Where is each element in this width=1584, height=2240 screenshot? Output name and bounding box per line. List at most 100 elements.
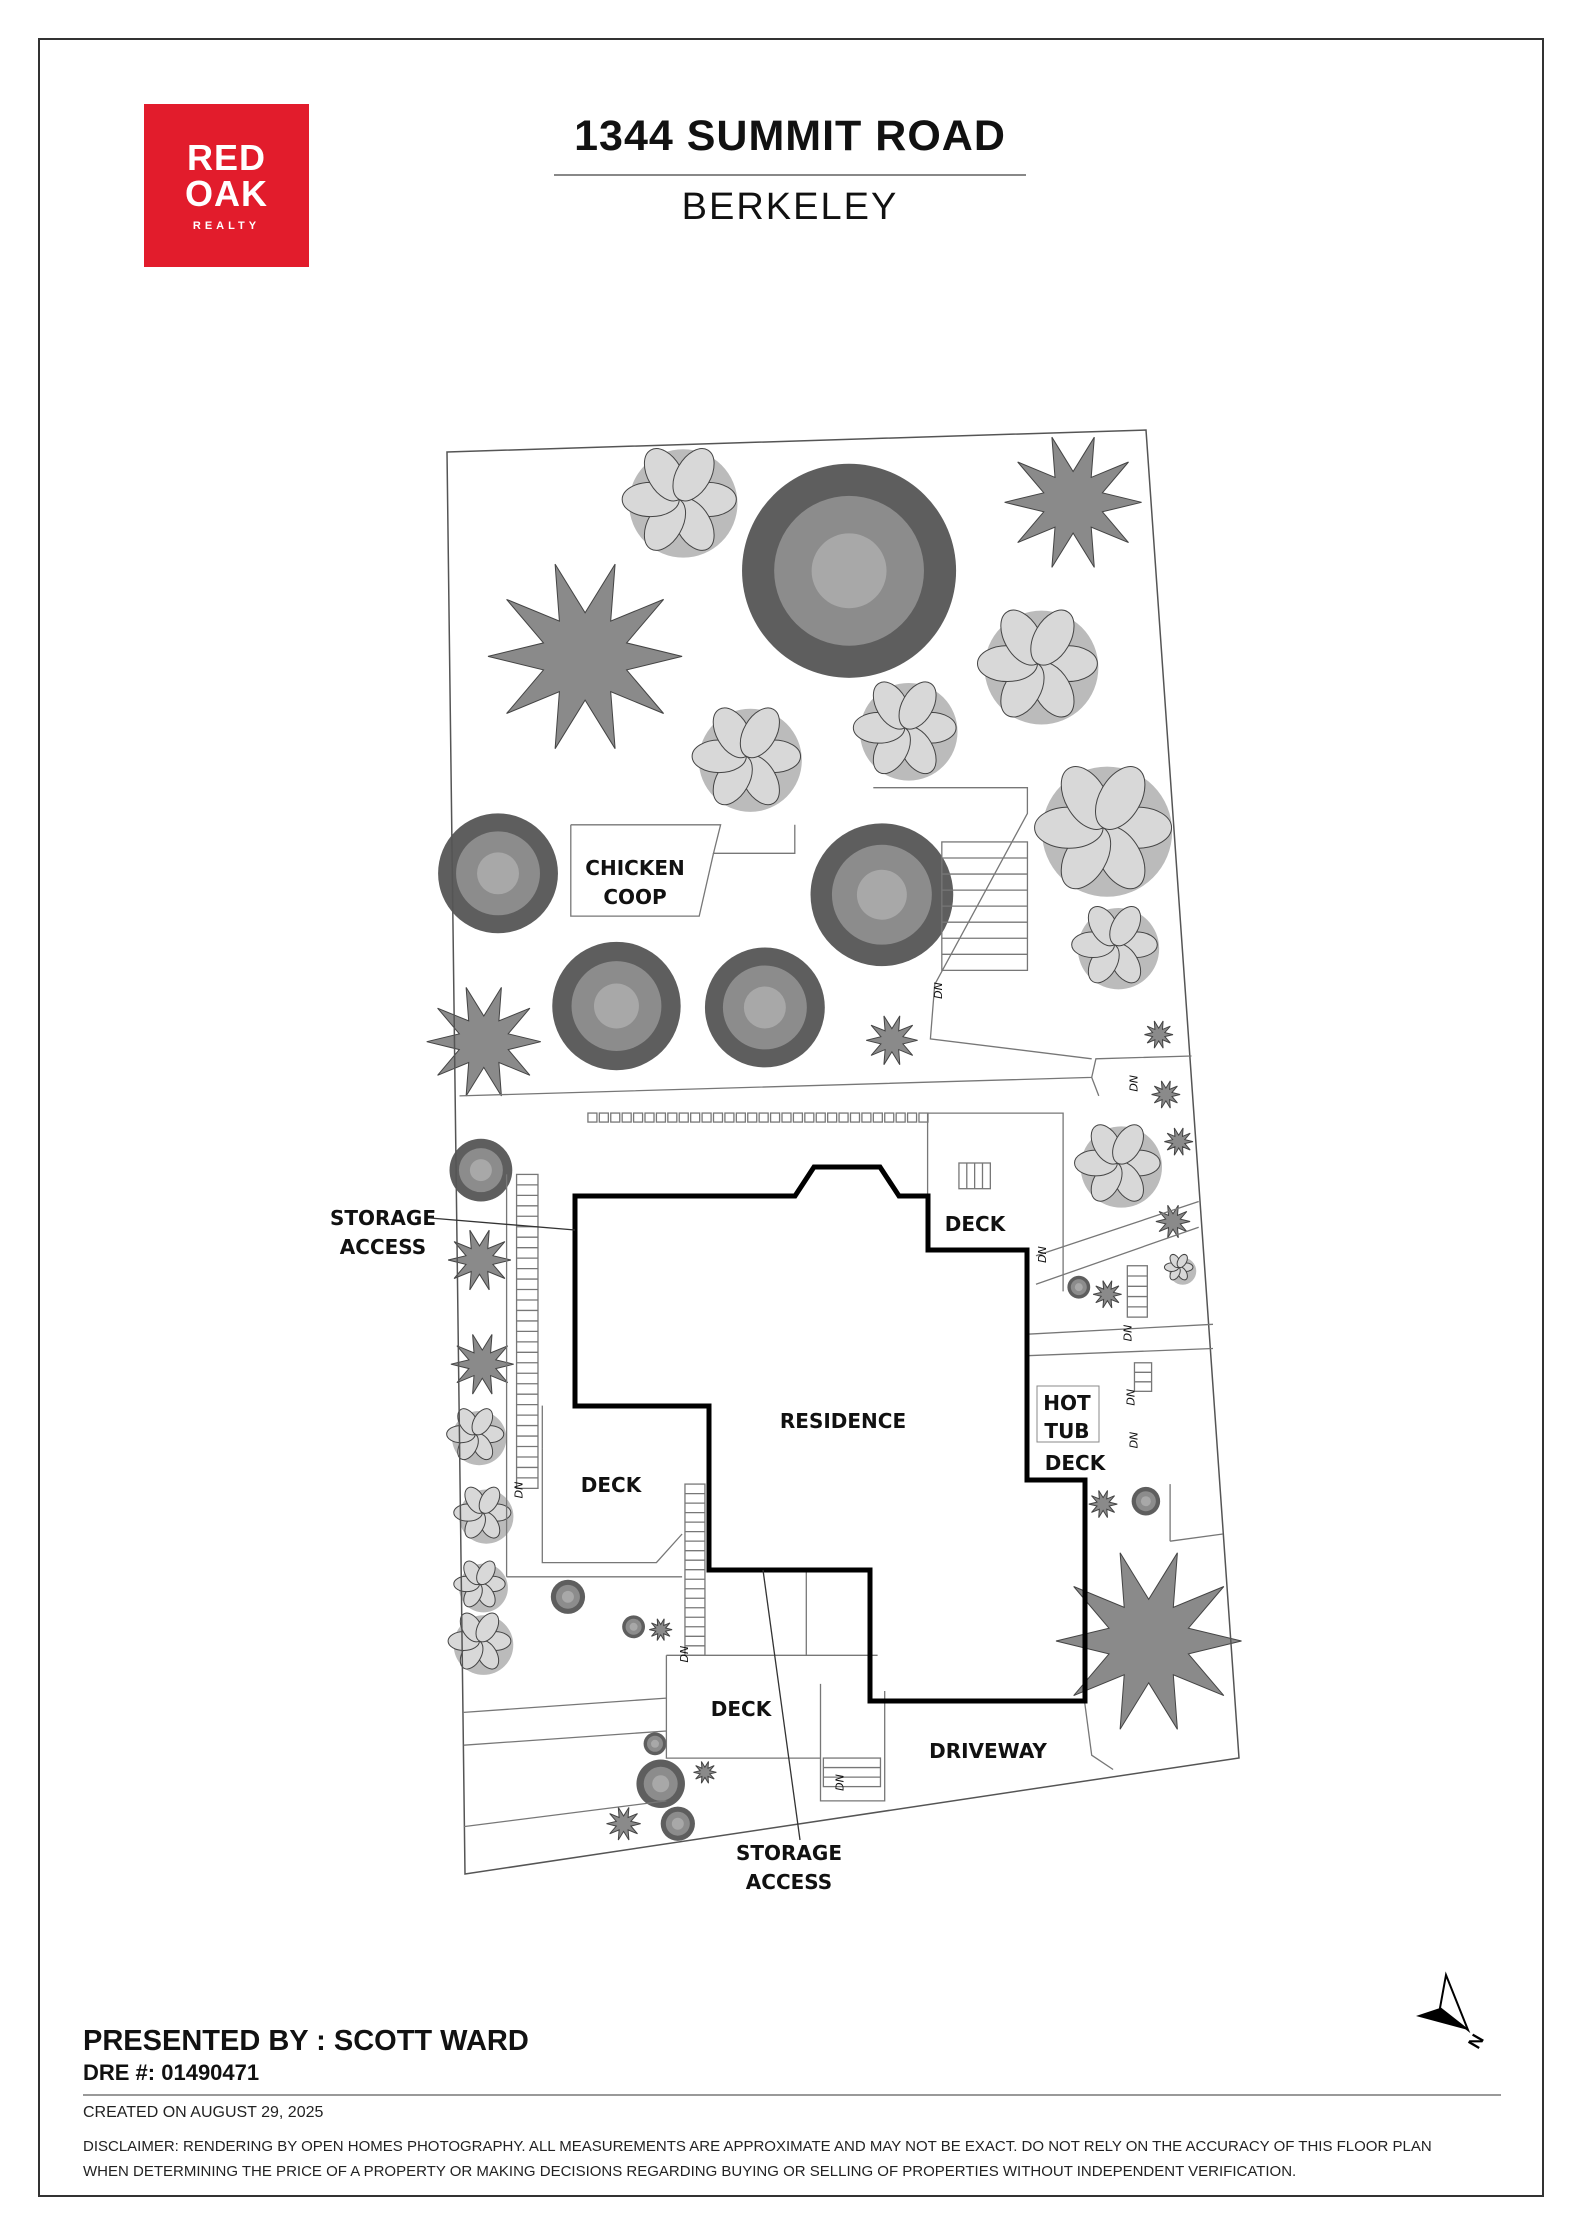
paver [724, 1112, 735, 1123]
label-storage-access-bottom-2: ACCESS [746, 1870, 832, 1894]
paver [769, 1112, 781, 1123]
landscaping [426, 436, 1242, 1841]
site-line [1091, 1077, 1100, 1097]
label-residence: RESIDENCE [780, 1409, 906, 1433]
paver [827, 1112, 838, 1123]
tree-icon [810, 823, 954, 967]
site-line [1170, 1533, 1223, 1542]
site-line [459, 1055, 1192, 1097]
site-line [570, 824, 796, 854]
tree-icon [449, 1138, 513, 1202]
logo-line-3: REALTY [192, 220, 261, 232]
tree-icon [1088, 1490, 1118, 1518]
stairs [958, 1162, 991, 1190]
tree-icon [1164, 1127, 1194, 1156]
dre-number: DRE #: 01490471 [83, 2060, 260, 2085]
site-line [541, 1448, 683, 1564]
tree-icon [453, 1486, 514, 1544]
label-storage-access-left: STORAGE [330, 1206, 436, 1230]
site-line [927, 1112, 1064, 1292]
stair-down-marker: DN [1122, 1325, 1135, 1342]
site-line [463, 1800, 667, 1828]
tree-icon [1155, 1204, 1191, 1239]
stairs [822, 1757, 882, 1788]
paver [610, 1112, 621, 1123]
paver [849, 1112, 861, 1123]
stairs [515, 1173, 539, 1490]
tree-icon [447, 1229, 512, 1291]
paver [815, 1112, 826, 1123]
label-deck-bottom: DECK [711, 1697, 773, 1721]
tree-icon [693, 1761, 717, 1784]
tree-icon [1163, 1253, 1197, 1285]
disclaimer-line-2: WHEN DETERMINING THE PRICE OF A PROPERTY… [83, 2163, 1297, 2180]
site-line [665, 1655, 821, 1759]
tree-icon [1034, 766, 1173, 897]
stair-down-marker: DN [1036, 1246, 1049, 1263]
paver [598, 1112, 609, 1123]
tree-icon [446, 1408, 507, 1466]
site-line [463, 1697, 667, 1714]
paver [758, 1112, 769, 1123]
disclaimer: DISCLAIMER: RENDERING BY OPEN HOMES PHOT… [83, 2134, 1513, 2184]
tree-icon [1131, 1486, 1161, 1516]
property-city: BERKELEY [681, 186, 899, 228]
tree-icon [426, 987, 541, 1097]
tree-icon [742, 463, 957, 678]
red-oak-realty-logo: RED OAK REALTY [144, 104, 309, 267]
tree-icon [1144, 1020, 1174, 1049]
tree-icon [976, 609, 1099, 725]
paver [918, 1112, 929, 1123]
site-line [1035, 1226, 1199, 1285]
site-line [1035, 1200, 1199, 1257]
tree-icon [1055, 1552, 1242, 1730]
site-line [1027, 1323, 1214, 1335]
stair-down-marker: DN [932, 982, 945, 999]
tree-icon [450, 1334, 514, 1395]
stair-down-marker: DN [678, 1646, 691, 1663]
paver [701, 1112, 712, 1123]
disclaimer-line-1: DISCLAIMER: RENDERING BY OPEN HOMES PHOT… [83, 2138, 1432, 2155]
logo-line-1: RED [186, 137, 266, 178]
label-storage-access-bottom: STORAGE [736, 1841, 842, 1865]
site-line [570, 824, 715, 917]
tree-icon [438, 813, 558, 934]
title-divider [554, 174, 1026, 176]
stair-down-marker: DN [512, 1482, 525, 1499]
paver [884, 1112, 895, 1123]
label-driveway: DRIVEWAY [929, 1739, 1047, 1763]
property-address: 1344 SUMMIT ROAD [574, 112, 1006, 160]
paver [735, 1112, 746, 1123]
paver [678, 1112, 689, 1123]
tree-icon [1074, 1124, 1163, 1208]
storage-access-leader [429, 1217, 576, 1231]
site-lines [459, 787, 1223, 1828]
site-line [1027, 1347, 1214, 1357]
paver [667, 1112, 678, 1123]
page-border [38, 38, 1544, 2197]
paver [747, 1112, 758, 1123]
tree-icon [643, 1732, 667, 1756]
site-line [709, 1569, 807, 1656]
north-letter: N [1464, 2031, 1488, 2052]
tree-icon [866, 1015, 918, 1065]
tree-icon [622, 1615, 646, 1639]
tree-icon [606, 1807, 641, 1841]
paver [861, 1112, 872, 1123]
footer-divider [83, 2094, 1501, 2096]
stairs [684, 1483, 706, 1656]
label-hot-tub-2: TUB [1044, 1419, 1089, 1443]
paver [690, 1112, 701, 1123]
tree-icon [1004, 436, 1142, 568]
created-date: CREATED ON AUGUST 29, 2025 [83, 2104, 324, 2121]
paver [655, 1112, 667, 1123]
paver [906, 1112, 918, 1123]
label-deck-top: DECK [945, 1212, 1007, 1236]
tree-icon [550, 1579, 586, 1614]
tree-icon [852, 681, 958, 781]
site-line [463, 1730, 667, 1746]
tree-icon [1092, 1280, 1122, 1309]
paver [712, 1112, 724, 1123]
label-hot-tub-deck: DECK [1045, 1451, 1107, 1475]
